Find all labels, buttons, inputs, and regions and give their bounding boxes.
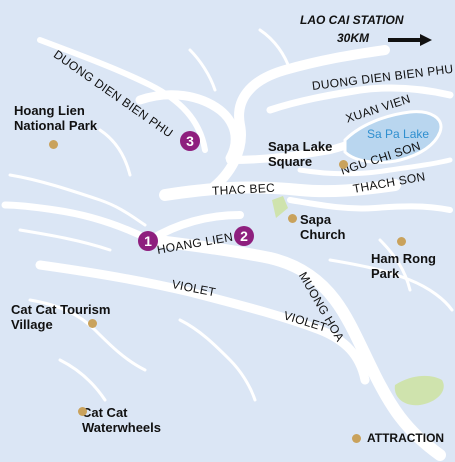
attraction-hoang-lien-national-park[interactable]: Hoang Lien National Park [14,103,97,133]
road-hoang-lien [146,211,244,244]
marker-3[interactable]: 3 [180,131,200,151]
road-minor-3 [28,298,147,372]
road-minor-10 [98,128,132,177]
road-minor-1 [8,173,147,227]
road-minor-9 [378,238,412,292]
attraction-cat-cat-waterwheels[interactable]: Cat Cat Waterwheels [82,405,161,435]
attraction-label-line: Sapa [300,212,332,227]
attraction-label-line: National Park [14,118,98,133]
arrow-right-icon [388,34,432,46]
road-minor-5 [178,318,257,402]
road-west-link [1,201,154,244]
road-dien-bien-phu-west [37,37,208,153]
road-dien-bien-phu-east [266,84,454,114]
road-violet [35,260,370,385]
attraction-dot [88,319,97,328]
station-name: LAO CAI STATION [300,13,404,27]
attraction-cat-cat-tourism-village[interactable]: Cat Cat Tourism Village [11,302,110,332]
attraction-sapa-lake-square[interactable]: Sapa Lake Square [268,139,332,169]
attraction-label-line: Waterwheels [82,420,161,435]
attraction-label-line: Cat Cat [82,405,128,420]
legend-attraction-dot [352,434,361,443]
lake-label: Sa Pa Lake [367,127,430,141]
road-thac-bec [159,179,401,201]
marker-1[interactable]: 1 [138,231,158,251]
attraction-label-line: Park [371,266,400,281]
ham-rong-green [394,375,444,406]
road-ngu-chi-son [297,157,453,177]
attraction-dot [288,214,297,223]
attraction-ham-rong-park[interactable]: Ham Rong Park [371,251,436,281]
attraction-label-line: Village [11,317,53,332]
attraction-label-line: Sapa Lake [268,139,333,154]
park-square [272,196,288,218]
attraction-label-line: Square [268,154,313,169]
road-network [1,28,454,461]
attraction-label-line: Ham Rong [371,251,436,266]
road-muong-hoa [144,234,446,461]
attraction-dot [49,140,58,149]
marker-2[interactable]: 2 [234,226,254,246]
attraction-label-line: Hoang Lien [14,103,85,118]
road-minor-2 [18,228,112,252]
road-minor-7 [188,48,217,92]
road-thach-son [287,197,453,213]
legend-label: ATTRACTION [367,431,445,445]
attraction-label-line: Cat Cat Tourism [11,302,111,317]
attraction-dot [339,160,348,169]
attraction-label-line: Church [300,227,346,242]
attraction-dot [78,407,87,416]
station-distance: 30KM [337,31,370,45]
attraction-dot [397,237,406,246]
road-minor-8 [328,258,454,312]
attraction-sapa-church[interactable]: Sapa Church [300,212,346,242]
sapa-lake [343,110,443,164]
road-minor-6 [258,28,292,72]
road-minor-4 [58,358,107,402]
